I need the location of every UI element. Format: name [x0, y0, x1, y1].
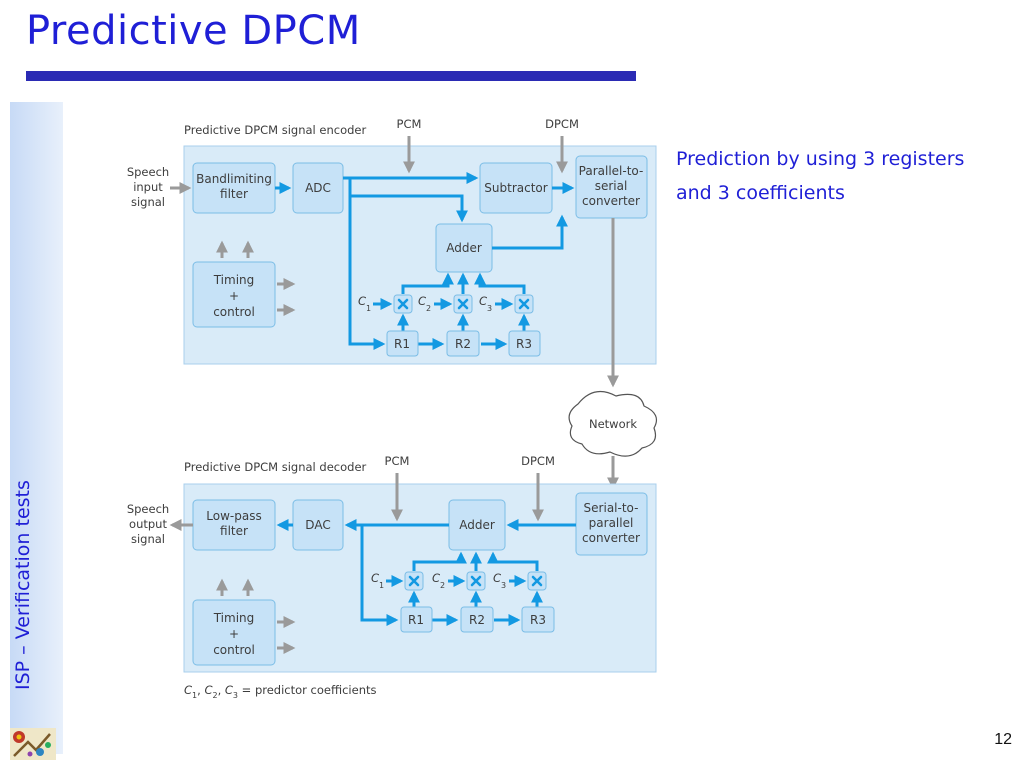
encoder-signal-paths: [275, 172, 575, 350]
svg-text:Adder: Adder: [459, 518, 495, 532]
parallel-to-serial-converter-block: Parallel-to- serial converter: [575, 155, 648, 219]
decoder-multiplier-c2: [465, 570, 487, 592]
low-pass-filter-block: Low-pass filter: [192, 499, 276, 551]
svg-text:signal: signal: [131, 532, 165, 546]
svg-text:input: input: [133, 180, 163, 194]
svg-text:Low-pass: Low-pass: [206, 509, 261, 523]
svg-text:3: 3: [487, 304, 492, 313]
svg-text:2: 2: [440, 581, 445, 590]
svg-text:Network: Network: [589, 417, 637, 431]
svg-text:Serial-to-: Serial-to-: [584, 501, 639, 515]
bandlimiting-filter-block: Bandlimiting filter: [192, 162, 276, 214]
decoder-timing-control-block: Timing + control: [192, 599, 276, 666]
decoder-control-arrows: [169, 473, 544, 654]
svg-text:Subtractor: Subtractor: [484, 181, 547, 195]
svg-text:DAC: DAC: [305, 518, 330, 532]
dac-block: DAC: [292, 499, 344, 551]
svg-text:+: +: [229, 289, 239, 303]
title-underline: [26, 71, 636, 81]
encoder-coefficient-labels: C 1 C 2 C 3: [358, 294, 492, 313]
svg-text:R1: R1: [408, 613, 424, 627]
svg-text:C: C: [371, 571, 379, 585]
encoder-control-arrows: [170, 136, 619, 388]
encoder-multiplier-c2: [452, 293, 474, 315]
svg-text:Adder: Adder: [446, 241, 482, 255]
encoder-dpcm-label: DPCM: [545, 117, 579, 131]
svg-text:C: C: [358, 294, 366, 308]
encoder-pcm-label: PCM: [397, 117, 422, 131]
svg-text:C: C: [432, 571, 440, 585]
logo-icon: [10, 728, 56, 760]
svg-text:Speech: Speech: [127, 502, 169, 516]
svg-text:signal: signal: [131, 195, 165, 209]
svg-text:1: 1: [379, 581, 384, 590]
svg-text:C: C: [479, 294, 487, 308]
decoder-register-r1: R1: [400, 606, 433, 633]
speech-input-label: Speech input signal: [127, 165, 169, 209]
serial-to-parallel-converter-block: Serial-to- parallel converter: [575, 492, 648, 556]
sidebar-band: [10, 102, 63, 754]
svg-text:C: C: [493, 571, 501, 585]
svg-text:Timing: Timing: [213, 611, 255, 625]
predictor-coefficients-note: C1, C2, C3 = predictor coefficients: [184, 683, 376, 700]
svg-text:filter: filter: [220, 187, 248, 201]
svg-text:serial: serial: [595, 179, 628, 193]
decoder-title: Predictive DPCM signal decoder: [184, 460, 367, 474]
slide-title: Predictive DPCM: [26, 8, 361, 54]
svg-text:control: control: [213, 305, 255, 319]
subtractor-block: Subtractor: [479, 162, 553, 214]
decoder-register-r3: R3: [521, 606, 555, 633]
encoder-register-r2: R2: [446, 330, 480, 357]
svg-text:3: 3: [501, 581, 506, 590]
svg-text:Parallel-to-: Parallel-to-: [579, 164, 644, 178]
svg-text:Timing: Timing: [213, 273, 255, 287]
svg-text:control: control: [213, 643, 255, 657]
svg-text:converter: converter: [582, 531, 640, 545]
svg-text:R3: R3: [516, 337, 532, 351]
svg-text:Bandlimiting: Bandlimiting: [196, 172, 272, 186]
svg-text:R1: R1: [394, 337, 410, 351]
svg-text:C: C: [418, 294, 426, 308]
svg-text:ADC: ADC: [305, 181, 331, 195]
adc-block: ADC: [292, 162, 344, 214]
svg-text:2: 2: [426, 304, 431, 313]
encoder-adder-block: Adder: [435, 223, 493, 273]
decoder-multiplier-c3: [526, 570, 548, 592]
encoder-register-r3: R3: [508, 330, 541, 357]
svg-text:1: 1: [366, 304, 371, 313]
svg-text:R2: R2: [469, 613, 485, 627]
svg-text:R2: R2: [455, 337, 471, 351]
speech-output-label: Speech output signal: [127, 502, 169, 546]
page-number: 12: [994, 731, 1012, 748]
svg-text:R3: R3: [530, 613, 546, 627]
svg-text:converter: converter: [582, 194, 640, 208]
svg-text:filter: filter: [220, 524, 248, 538]
encoder-timing-control-block: Timing + control: [192, 261, 276, 328]
decoder-adder-block: Adder: [448, 499, 506, 551]
decoder-register-r2: R2: [460, 606, 494, 633]
svg-text:+: +: [229, 627, 239, 641]
encoder-register-r1: R1: [386, 330, 419, 357]
side-note: Prediction by using 3 registers and 3 co…: [676, 148, 965, 204]
svg-text:Speech: Speech: [127, 165, 169, 179]
encoder-title: Predictive DPCM signal encoder: [184, 123, 367, 137]
encoder-multiplier-c1: [392, 293, 414, 315]
svg-text:output: output: [129, 517, 167, 531]
decoder-pcm-label: PCM: [385, 454, 410, 468]
network-cloud: Network: [568, 390, 657, 457]
decoder-dpcm-label: DPCM: [521, 454, 555, 468]
svg-text:parallel: parallel: [589, 516, 634, 530]
decoder-multiplier-c1: [403, 570, 425, 592]
decoder-coefficient-labels: C 1 C 2 C 3: [371, 571, 506, 590]
encoder-multiplier-c3: [513, 293, 535, 315]
decoder-signal-paths: [276, 519, 576, 626]
